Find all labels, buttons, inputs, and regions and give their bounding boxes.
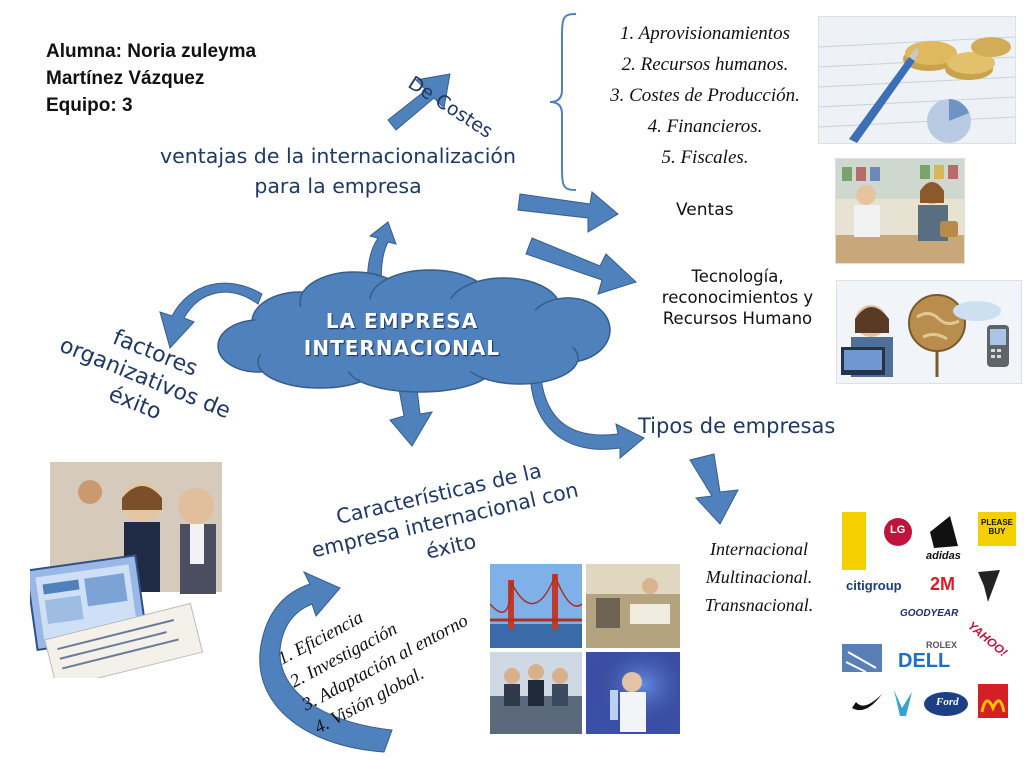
arrow-to-ventas xyxy=(518,192,618,232)
scientist-photo xyxy=(586,652,680,734)
center-cloud-line-2: INTERNACIONAL xyxy=(272,335,532,362)
tipos-item: Transnacional. xyxy=(684,591,834,619)
author-info: Alumna: Noria zuleyma Martínez Vázquez E… xyxy=(46,38,256,119)
finance-photo xyxy=(818,16,1016,144)
ford-logo: Ford xyxy=(936,696,959,708)
technology-photo xyxy=(836,280,1022,384)
adidas-logo: adidas xyxy=(926,550,961,562)
citigroup-logo: citigroup xyxy=(846,578,902,593)
lg-logo: LG xyxy=(890,524,905,536)
tecnologia-line-2: reconocimientos y xyxy=(640,287,835,308)
tipos-label: Tipos de empresas xyxy=(638,414,835,438)
tecnologia-label: Tecnología, reconocimientos y Recursos H… xyxy=(640,266,835,329)
please-buy-logo: PLEASE BUY xyxy=(980,518,1014,536)
goodyear-logo: GOODYEAR xyxy=(900,608,958,619)
author-line-2: Martínez Vázquez xyxy=(46,65,256,92)
shop-photo xyxy=(835,158,965,264)
tipos-item: Multinacional. xyxy=(684,563,834,591)
dell-logo: DELL xyxy=(898,650,950,673)
costes-item: 1. Aprovisionamientos xyxy=(585,18,825,49)
costes-item: 5. Fiscales. xyxy=(585,142,825,173)
author-line-1: Alumna: Noria zuleyma xyxy=(46,38,256,65)
meeting-photo xyxy=(490,652,582,734)
rolex-logo: ROLEX xyxy=(926,640,957,650)
tipos-list: Internacional Multinacional. Transnacion… xyxy=(684,535,834,619)
arrow-tipos-down xyxy=(690,454,738,524)
tecnologia-line-3: Recursos Humano xyxy=(640,308,835,329)
tecnologia-line-1: Tecnología, xyxy=(640,266,835,287)
brace-icon xyxy=(548,12,584,192)
bridge-photo xyxy=(490,564,582,648)
author-line-3: Equipo: 3 xyxy=(46,92,256,119)
office-photo xyxy=(586,564,680,648)
costes-item: 3. Costes de Producción. xyxy=(585,80,825,111)
brand-logos-collage: LG adidas PLEASE BUY citigroup 2M GOODYE… xyxy=(842,512,1020,724)
costes-item: 2. Recursos humanos. xyxy=(585,49,825,80)
center-cloud-label: LA EMPRESA INTERNACIONAL xyxy=(272,308,532,362)
ventas-label: Ventas xyxy=(676,200,733,220)
center-cloud-line-1: LA EMPRESA xyxy=(272,308,532,335)
tipos-item: Internacional xyxy=(684,535,834,563)
photo-grid xyxy=(490,564,680,734)
business-team-photo xyxy=(30,462,222,678)
2m-logo: 2M xyxy=(930,574,955,595)
main-title: ventajas de la internacionalización para… xyxy=(160,141,516,201)
costes-list: 1. Aprovisionamientos 2. Recursos humano… xyxy=(585,18,825,173)
costes-item: 4. Financieros. xyxy=(585,111,825,142)
